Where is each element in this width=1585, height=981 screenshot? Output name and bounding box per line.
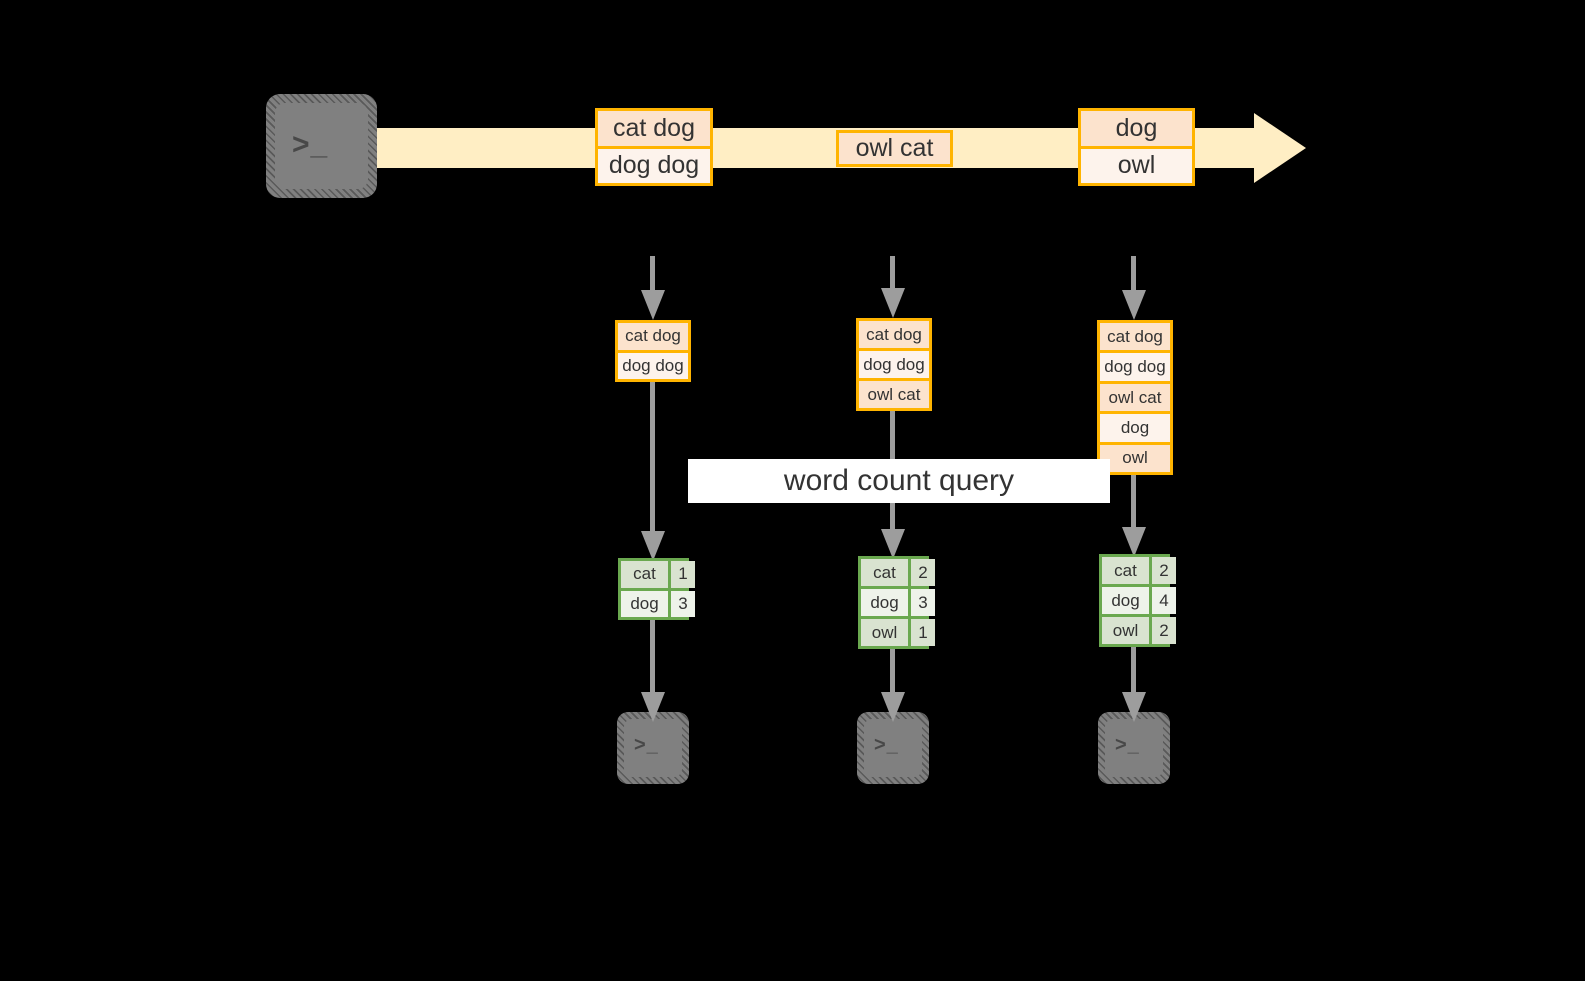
source-terminal-icon[interactable]: >_ — [266, 94, 377, 198]
stream-event-row: dog dog — [598, 145, 710, 183]
sink-connector-line — [1131, 647, 1136, 708]
table-cell-count: 3 — [668, 590, 695, 617]
terminal-body — [864, 719, 922, 777]
table-row: dog 3 — [621, 587, 695, 617]
table-cell-word: cat — [861, 559, 908, 586]
terminal-prompt-glyph: >_ — [874, 734, 899, 756]
query-connector-line — [1131, 475, 1136, 547]
terminal-body — [624, 719, 682, 777]
table-cell-count: 1 — [668, 561, 695, 588]
table-row: cat 2 — [861, 559, 935, 586]
stream-event-row: owl cat — [839, 133, 950, 164]
query-connector-arrowhead — [881, 529, 905, 559]
table-row: owl 1 — [861, 616, 935, 646]
sink-connector-arrowhead — [881, 692, 905, 722]
stream-event-box[interactable]: cat dog dog dog — [595, 108, 713, 186]
table-cell-count: 1 — [908, 619, 935, 646]
query-connector-arrowhead — [641, 531, 665, 561]
stream-event-box[interactable]: owl cat — [836, 130, 953, 167]
terminal-body — [1105, 719, 1163, 777]
table-cell-word: cat — [621, 561, 668, 588]
sink-connector-arrowhead — [641, 692, 665, 722]
table-cell-word: dog — [621, 590, 668, 617]
table-cell-count: 4 — [1149, 587, 1176, 614]
sink-terminal-icon[interactable]: >_ — [1098, 712, 1170, 784]
table-cell-word: dog — [1102, 587, 1149, 614]
query-connector-line — [650, 382, 655, 550]
snapshot-row: cat dog — [618, 323, 688, 350]
sink-connector-arrowhead — [1122, 692, 1146, 722]
sink-connector-line — [890, 649, 895, 708]
table-cell-word: owl — [861, 619, 908, 646]
table-cell-word: owl — [1102, 617, 1149, 644]
snapshot-trigger-arrowhead — [641, 290, 665, 320]
table-row: cat 2 — [1102, 557, 1176, 584]
table-row: cat 1 — [621, 561, 695, 588]
result-table[interactable]: cat 2 dog 4 owl 2 — [1099, 554, 1176, 647]
snapshot-trigger-arrowhead — [1122, 290, 1146, 320]
terminal-prompt-glyph: >_ — [292, 128, 329, 161]
table-cell-word: cat — [1102, 557, 1149, 584]
snapshot-box[interactable]: cat dog dog dog — [615, 320, 691, 382]
stream-event-row: dog — [1081, 111, 1192, 146]
table-row: dog 3 — [861, 586, 935, 616]
table-cell-count: 2 — [1149, 617, 1176, 644]
result-table[interactable]: cat 1 dog 3 — [618, 558, 695, 620]
sink-connector-line — [650, 620, 655, 708]
terminal-prompt-glyph: >_ — [634, 734, 659, 756]
terminal-body — [275, 103, 368, 189]
terminal-prompt-glyph: >_ — [1115, 734, 1140, 756]
result-table[interactable]: cat 2 dog 3 owl 1 — [858, 556, 935, 649]
snapshot-row: owl cat — [1100, 380, 1170, 412]
snapshot-row: dog dog — [1100, 350, 1170, 381]
snapshot-box[interactable]: cat dog dog dog owl cat dog owl — [1097, 320, 1173, 475]
snapshot-box[interactable]: cat dog dog dog owl cat — [856, 318, 932, 411]
snapshot-trigger-arrowhead — [881, 288, 905, 318]
snapshot-row: owl — [1100, 441, 1170, 473]
snapshot-trigger-line — [650, 256, 655, 294]
stream-event-row: cat dog — [598, 111, 710, 146]
stream-event-row: owl — [1081, 145, 1192, 183]
snapshot-row: dog dog — [618, 349, 688, 379]
sink-terminal-icon[interactable]: >_ — [617, 712, 689, 784]
stream-arrow-head — [1254, 113, 1306, 183]
table-row: dog 4 — [1102, 584, 1176, 614]
table-cell-count: 2 — [908, 559, 935, 586]
table-cell-word: dog — [861, 589, 908, 616]
snapshot-row: dog dog — [859, 348, 929, 378]
query-connector-arrowhead — [1122, 527, 1146, 557]
snapshot-trigger-line — [890, 256, 895, 294]
table-cell-count: 2 — [1149, 557, 1176, 584]
snapshot-row: cat dog — [1100, 323, 1170, 351]
stream-event-box[interactable]: dog owl — [1078, 108, 1195, 186]
table-cell-count: 3 — [908, 589, 935, 616]
table-row: owl 2 — [1102, 614, 1176, 644]
snapshot-row: cat dog — [859, 321, 929, 348]
snapshot-row: owl cat — [859, 378, 929, 408]
snapshot-row: dog — [1100, 411, 1170, 442]
query-label: word count query — [688, 459, 1110, 503]
sink-terminal-icon[interactable]: >_ — [857, 712, 929, 784]
snapshot-trigger-line — [1131, 256, 1136, 294]
